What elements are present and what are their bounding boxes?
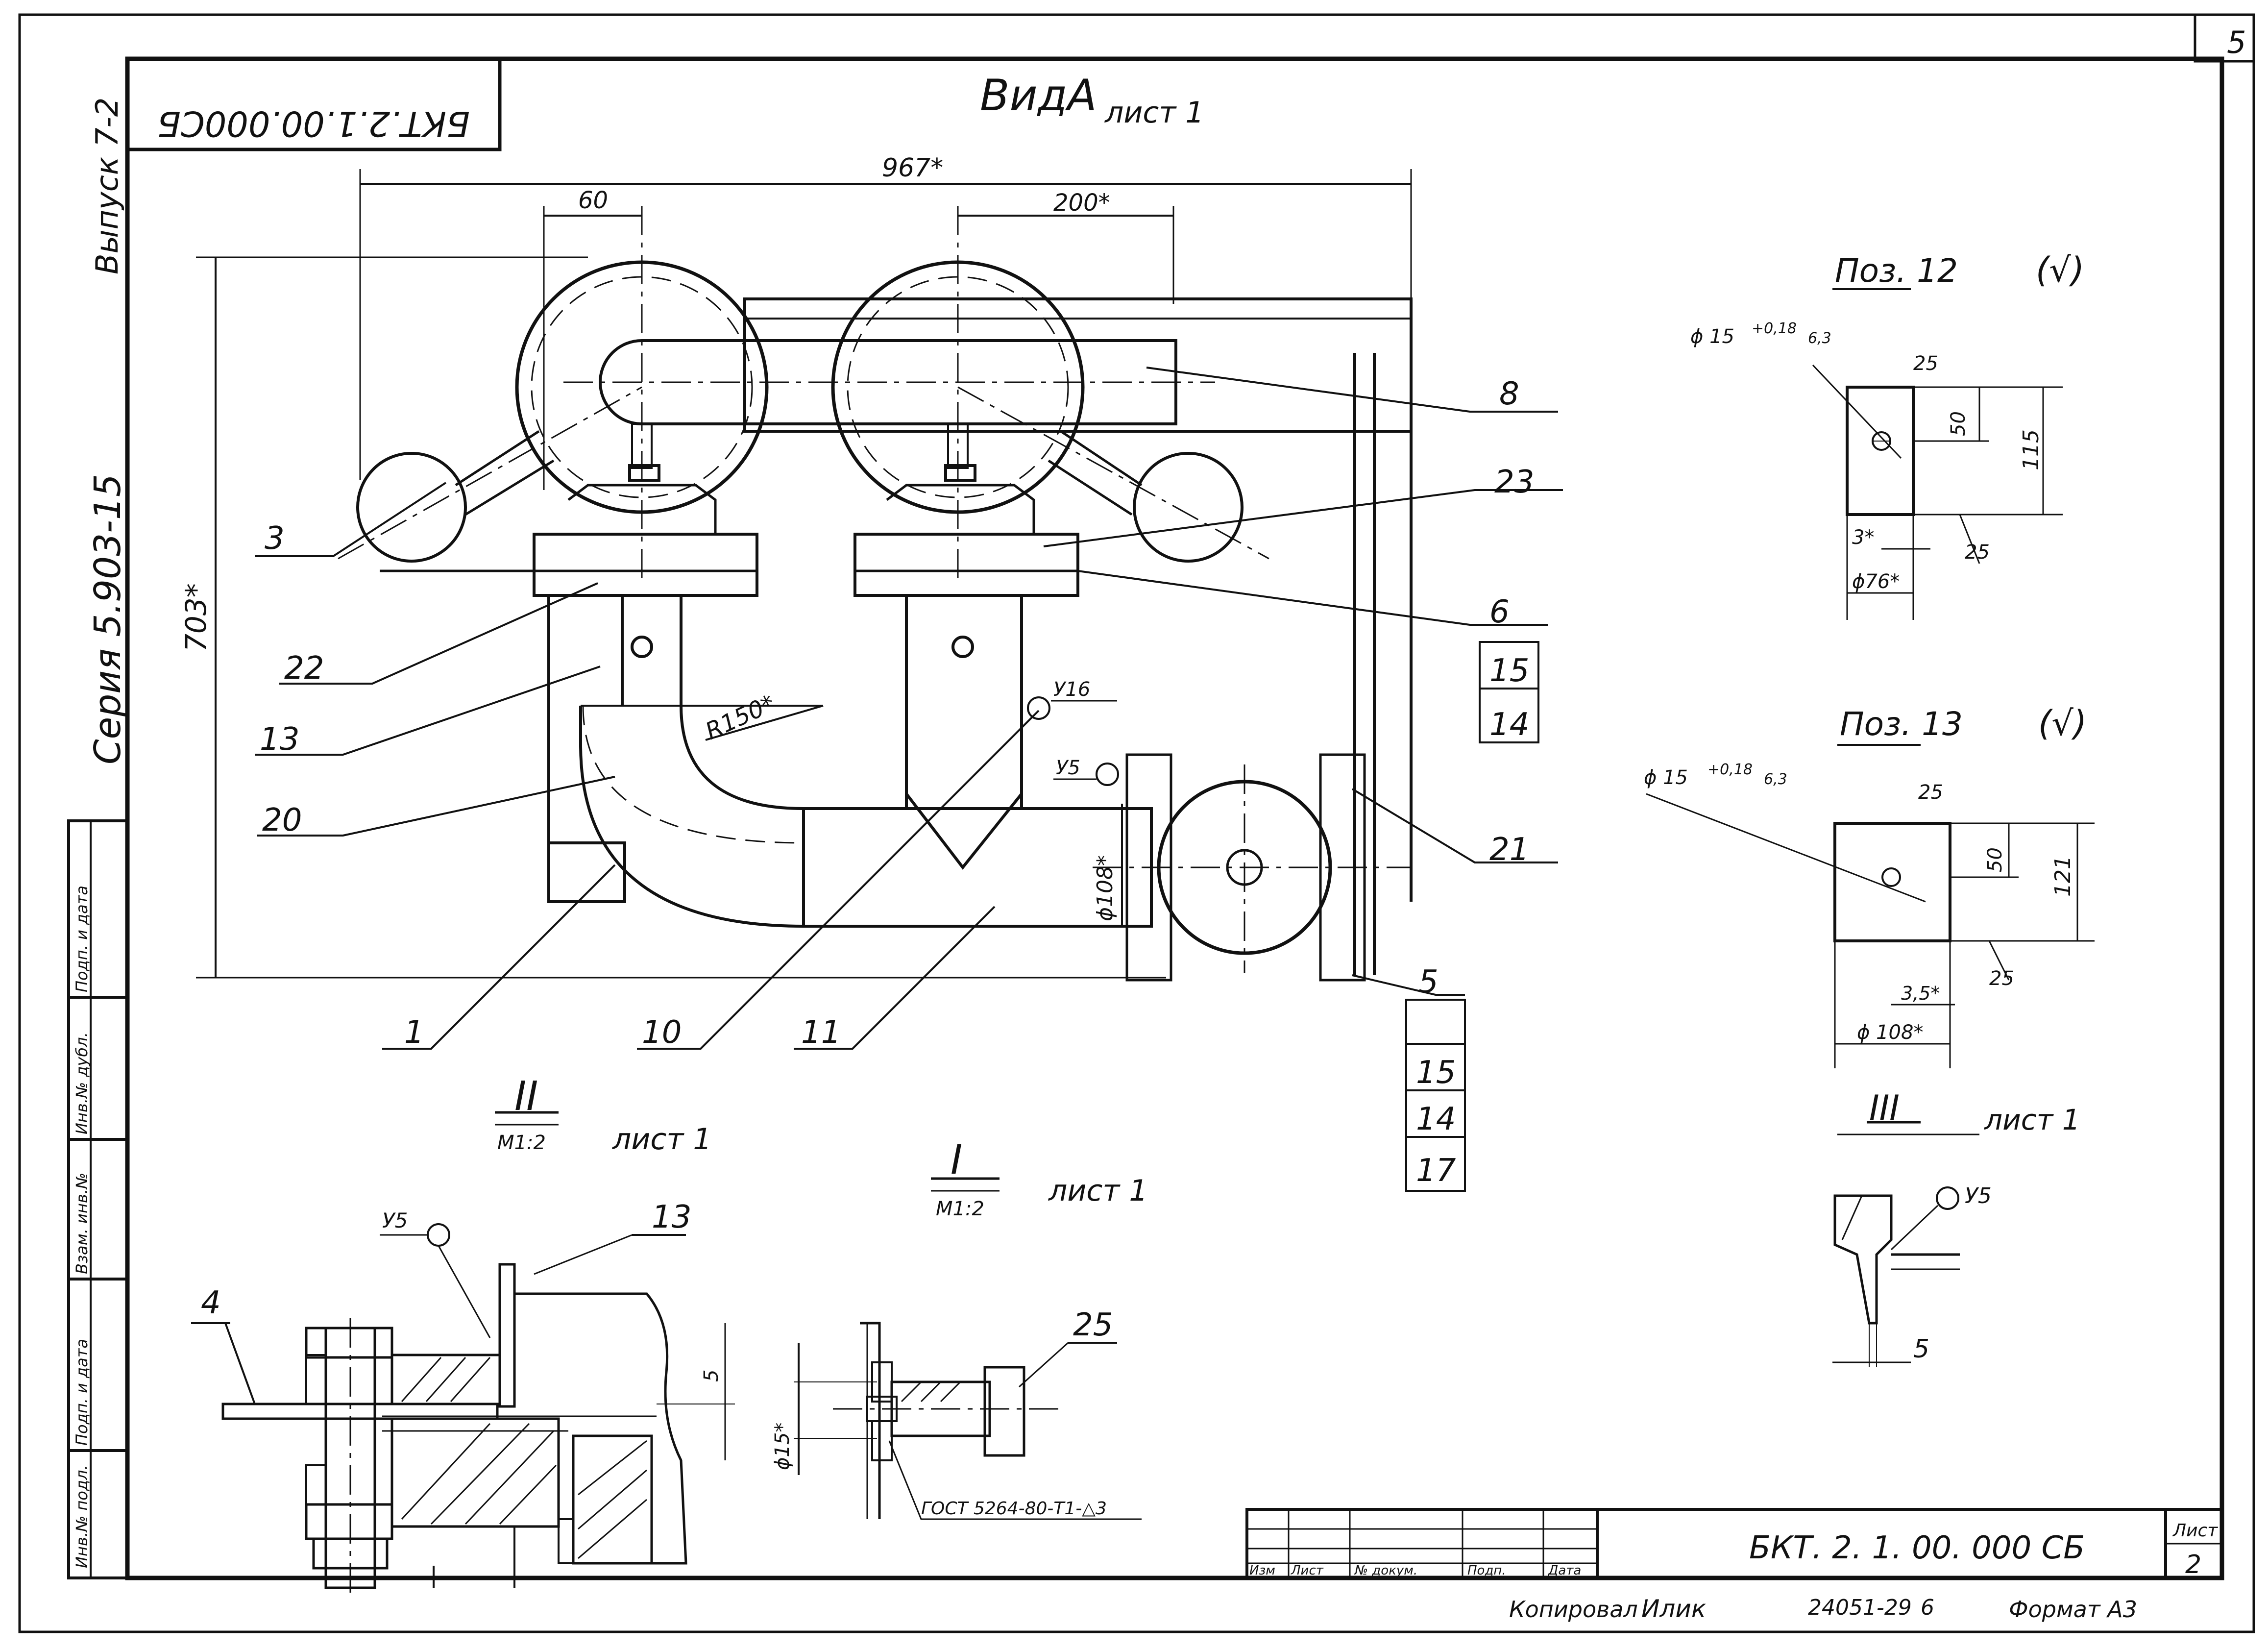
section-i-phi15: ϕ15* — [771, 1423, 794, 1470]
pos13-title: Поз. 13 — [1840, 705, 1963, 743]
pos12-r25b: 25 — [1965, 541, 1990, 564]
pos12-tol: +0,18 — [1752, 320, 1797, 337]
issue-label: Выпуск 7-2 — [89, 98, 125, 274]
pos13-part — [1833, 822, 1951, 942]
callout-13: 13 — [260, 721, 299, 758]
weld-u16: У16 — [1053, 678, 1090, 701]
section-i-gost: ГОСТ 5264-80-Т1-△3 — [921, 1499, 1107, 1519]
left-flange — [533, 533, 758, 597]
footer-num: 6 — [1921, 1595, 1934, 1620]
pos12-r25a: 25 — [1913, 352, 1938, 375]
dim-phi108: ϕ108* — [1093, 855, 1118, 921]
footer-format: Формат А3 — [2009, 1596, 2137, 1623]
pos12-hole: ϕ 15 — [1690, 325, 1734, 348]
callout-17: 17 — [1416, 1153, 1456, 1189]
strip-sign2-label: Подп. и дата — [73, 886, 91, 992]
pos13-h121: 121 — [2050, 856, 2075, 897]
section-iii-thickness: 5 — [1913, 1334, 1929, 1364]
pos12-title: Поз. 12 — [1835, 252, 1958, 290]
callout-15b: 15 — [1416, 1055, 1456, 1091]
footer-code: 24051-29 — [1808, 1595, 1912, 1620]
footer-copied: Копировал — [1509, 1596, 1638, 1623]
tb-header-date: Дата — [1548, 1563, 1581, 1578]
dim-60: 60 — [578, 187, 608, 214]
designation-stamp: БКТ.2.1.00.000СБ — [157, 103, 470, 144]
dim-703: 703* — [179, 583, 213, 652]
strip-sign-label: Подп. и дата — [73, 1339, 91, 1446]
strip-inv-label: Инв.№ подл. — [73, 1465, 91, 1568]
section-ii-sheet: лист 1 — [612, 1122, 712, 1157]
section-i-part25: 25 — [1073, 1307, 1113, 1343]
section-ii-label: II — [514, 1073, 538, 1120]
callout-14a: 14 — [1489, 707, 1529, 743]
section-ii-part13: 13 — [652, 1199, 691, 1235]
callout-22: 22 — [284, 650, 324, 687]
section-iii-weld: У5 — [1965, 1183, 1992, 1208]
section-iii-sheet: лист 1 — [1984, 1103, 2080, 1136]
dim-200: 200* — [1053, 189, 1110, 217]
callout-11: 11 — [801, 1014, 841, 1051]
pos12-phi: ϕ76* — [1852, 570, 1900, 593]
tb-sheet-number: 2 — [2185, 1550, 2201, 1579]
pos12-part — [1846, 386, 1915, 516]
dim-total: 967* — [882, 153, 943, 183]
section-i-scale: М1:2 — [936, 1198, 984, 1220]
callout-1: 1 — [404, 1014, 424, 1051]
strip-replace-label: Взам. инв.№ — [73, 1173, 91, 1274]
view-a-title: ВидА — [980, 70, 1097, 121]
pos13-tol: +0,18 — [1707, 761, 1753, 778]
tb-header-sign: Подп. — [1467, 1563, 1506, 1578]
inner-frame — [125, 56, 2224, 1580]
pos12-ra: 6,3 — [1808, 330, 1831, 347]
section-ii-part4: 4 — [201, 1285, 221, 1321]
callout-20: 20 — [262, 802, 302, 838]
callout-15a: 15 — [1489, 653, 1529, 689]
callout-14b: 14 — [1416, 1101, 1456, 1137]
section-ii-gap: 5 — [700, 1370, 723, 1382]
pos12-h50: 50 — [1947, 411, 1970, 436]
left-wheel — [515, 260, 769, 514]
section-i-sheet: лист 1 — [1048, 1174, 1148, 1208]
callout-3: 3 — [265, 520, 285, 557]
pos13-r25a: 25 — [1918, 781, 1943, 804]
callout-10: 10 — [642, 1014, 682, 1051]
pos12-rough: (√) — [2036, 250, 2084, 290]
view-a-sheet: лист 1 — [1104, 96, 1204, 130]
right-flange — [854, 533, 1079, 597]
pos12-h115: 115 — [2019, 429, 2044, 470]
section-ii-scale: М1:2 — [497, 1132, 546, 1154]
callout-5: 5 — [1418, 964, 1439, 1000]
section-i-label: I — [951, 1137, 962, 1183]
right-wheel — [831, 260, 1085, 514]
section-ii-weld: У5 — [382, 1208, 408, 1232]
tb-header-list: Лист — [1291, 1563, 1324, 1578]
strip-dup-label: Инв.№ дубл. — [73, 1032, 91, 1134]
outer-frame — [18, 13, 2255, 1633]
tb-header-doc: № докум. — [1354, 1563, 1417, 1578]
pos13-s35: 3,5* — [1901, 983, 1940, 1004]
section-iii-label: III — [1869, 1088, 1900, 1128]
tb-sheet-label: Лист — [2172, 1521, 2218, 1541]
pos12-s3: 3* — [1852, 526, 1874, 549]
callout-6: 6 — [1489, 594, 1510, 630]
callout-23: 23 — [1494, 464, 1534, 500]
tb-header-izm: Изм — [1249, 1563, 1275, 1578]
series-label: Серия 5.903-15 — [87, 474, 129, 764]
tb-designation: БКТ. 2. 1. 00. 000 СБ — [1749, 1530, 2085, 1566]
pos13-r25b: 25 — [1989, 967, 2014, 990]
pos13-rough: (√) — [2038, 703, 2087, 743]
callout-8: 8 — [1499, 376, 1519, 412]
pos13-phi: ϕ 108* — [1857, 1021, 1923, 1044]
pos13-hole: ϕ 15 — [1644, 766, 1688, 789]
dim-r150: R150* — [701, 690, 779, 745]
sheet-corner-number: 5 — [2227, 25, 2246, 60]
pos13-ra: 6,3 — [1764, 771, 1787, 788]
pos13-h50: 50 — [1984, 847, 2006, 872]
footer-signature: Илик — [1641, 1595, 1706, 1623]
weld-u5: У5 — [1056, 757, 1080, 779]
callout-21: 21 — [1489, 832, 1529, 868]
